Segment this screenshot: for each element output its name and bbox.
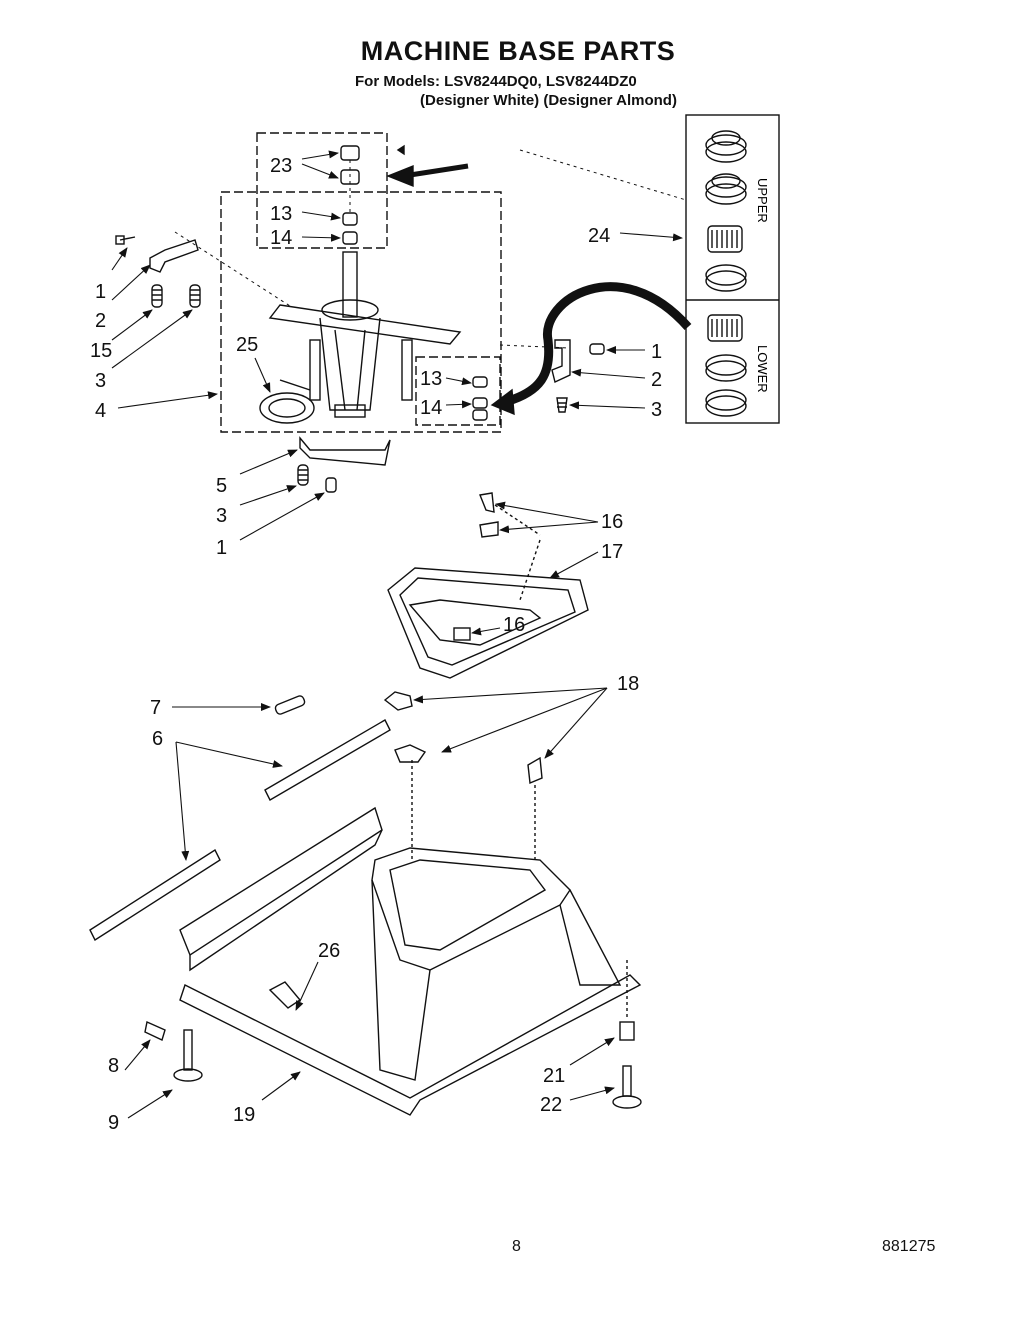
callout-numbers: 23 13 14 24 1 2 15 3 25 4 13 14 1 2 3 5 … [90, 155, 662, 1134]
leveling-feet [144, 960, 642, 1109]
right-bracket-hardware [551, 339, 605, 413]
page-title: MACHINE BASE PARTS [360, 36, 676, 66]
leader-lines [111, 150, 683, 1119]
reference-lines [174, 149, 687, 349]
callout-25: 25 [236, 334, 258, 356]
callout-18: 18 [617, 673, 639, 695]
lower-bearing-rings [705, 314, 747, 417]
callout-16: 16 [503, 614, 525, 636]
callout-2: 2 [95, 310, 106, 332]
callout-3: 3 [95, 370, 106, 392]
group-box-lower-bearings [415, 356, 501, 426]
suspension-stand [387, 492, 589, 679]
callout-4: 4 [95, 400, 106, 422]
callout-3: 3 [216, 505, 227, 527]
bearing-kit-inset [685, 114, 780, 424]
callout-13: 13 [420, 368, 442, 390]
document-number: 881275 [882, 1238, 936, 1255]
callout-5: 5 [216, 475, 227, 497]
straight-pointer-arrow [409, 163, 469, 178]
callout-6: 6 [152, 728, 163, 750]
upper-label: UPPER [755, 178, 770, 223]
callout-7: 7 [150, 697, 161, 719]
spring-bracket-5 [297, 436, 391, 493]
callout-1: 1 [651, 341, 662, 363]
callout-3: 3 [651, 399, 662, 421]
callout-21: 21 [543, 1065, 565, 1087]
machine-base-frame [179, 806, 642, 1116]
group-box-center-post [220, 191, 502, 433]
callout-26: 26 [318, 940, 340, 962]
callout-9: 9 [108, 1112, 119, 1134]
callout-19: 19 [233, 1104, 255, 1126]
callout-2: 2 [651, 369, 662, 391]
clips-and-straps [89, 691, 543, 942]
center-post-assembly [259, 145, 488, 424]
callout-14: 14 [420, 397, 442, 419]
callout-15: 15 [90, 340, 112, 362]
colors-line: (Designer White) (Designer Almond) [420, 92, 677, 109]
callout-23: 23 [270, 155, 292, 177]
callout-1: 1 [95, 281, 106, 303]
callout-14: 14 [270, 227, 292, 249]
callout-1: 1 [216, 537, 227, 559]
callout-13: 13 [270, 203, 292, 225]
callout-16: 16 [601, 511, 623, 533]
upper-bearing-rings [705, 130, 747, 292]
left-bracket-hardware [115, 235, 201, 308]
curved-pointer-arrow [503, 282, 692, 407]
callout-17: 17 [601, 541, 623, 563]
lower-label: LOWER [755, 345, 770, 393]
callout-22: 22 [540, 1094, 562, 1116]
callout-8: 8 [108, 1055, 119, 1077]
page-number: 8 [512, 1238, 521, 1255]
group-box-upper-bearings [256, 132, 388, 249]
models-line: For Models: LSV8244DQ0, LSV8244DZ0 [355, 73, 637, 90]
callout-24: 24 [588, 225, 610, 247]
